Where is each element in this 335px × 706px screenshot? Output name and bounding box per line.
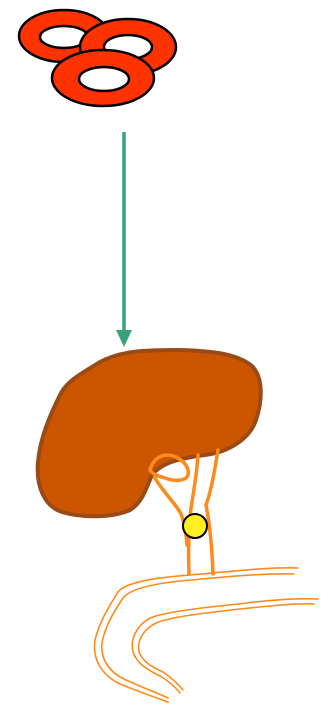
red-blood-cells-cluster (19, 10, 176, 106)
gallstone (183, 514, 207, 538)
left-hepatic-duct (191, 455, 198, 508)
duodenum-inner-wall (132, 599, 318, 693)
duodenum-inner-wall-inner-line (139, 604, 314, 690)
down-arrow (116, 132, 132, 347)
common-bile-duct-right-wall (206, 505, 213, 574)
arrow-head (116, 330, 132, 347)
duodenum-outer-wall-inner-line (102, 574, 294, 698)
red-blood-cell-bottom (52, 50, 154, 106)
cystic-duct (155, 478, 187, 545)
liver (38, 350, 261, 516)
duodenum-outer-wall (94, 568, 298, 702)
duodenum (94, 568, 318, 702)
rbc-center (79, 67, 129, 91)
right-hepatic-duct (206, 450, 218, 505)
